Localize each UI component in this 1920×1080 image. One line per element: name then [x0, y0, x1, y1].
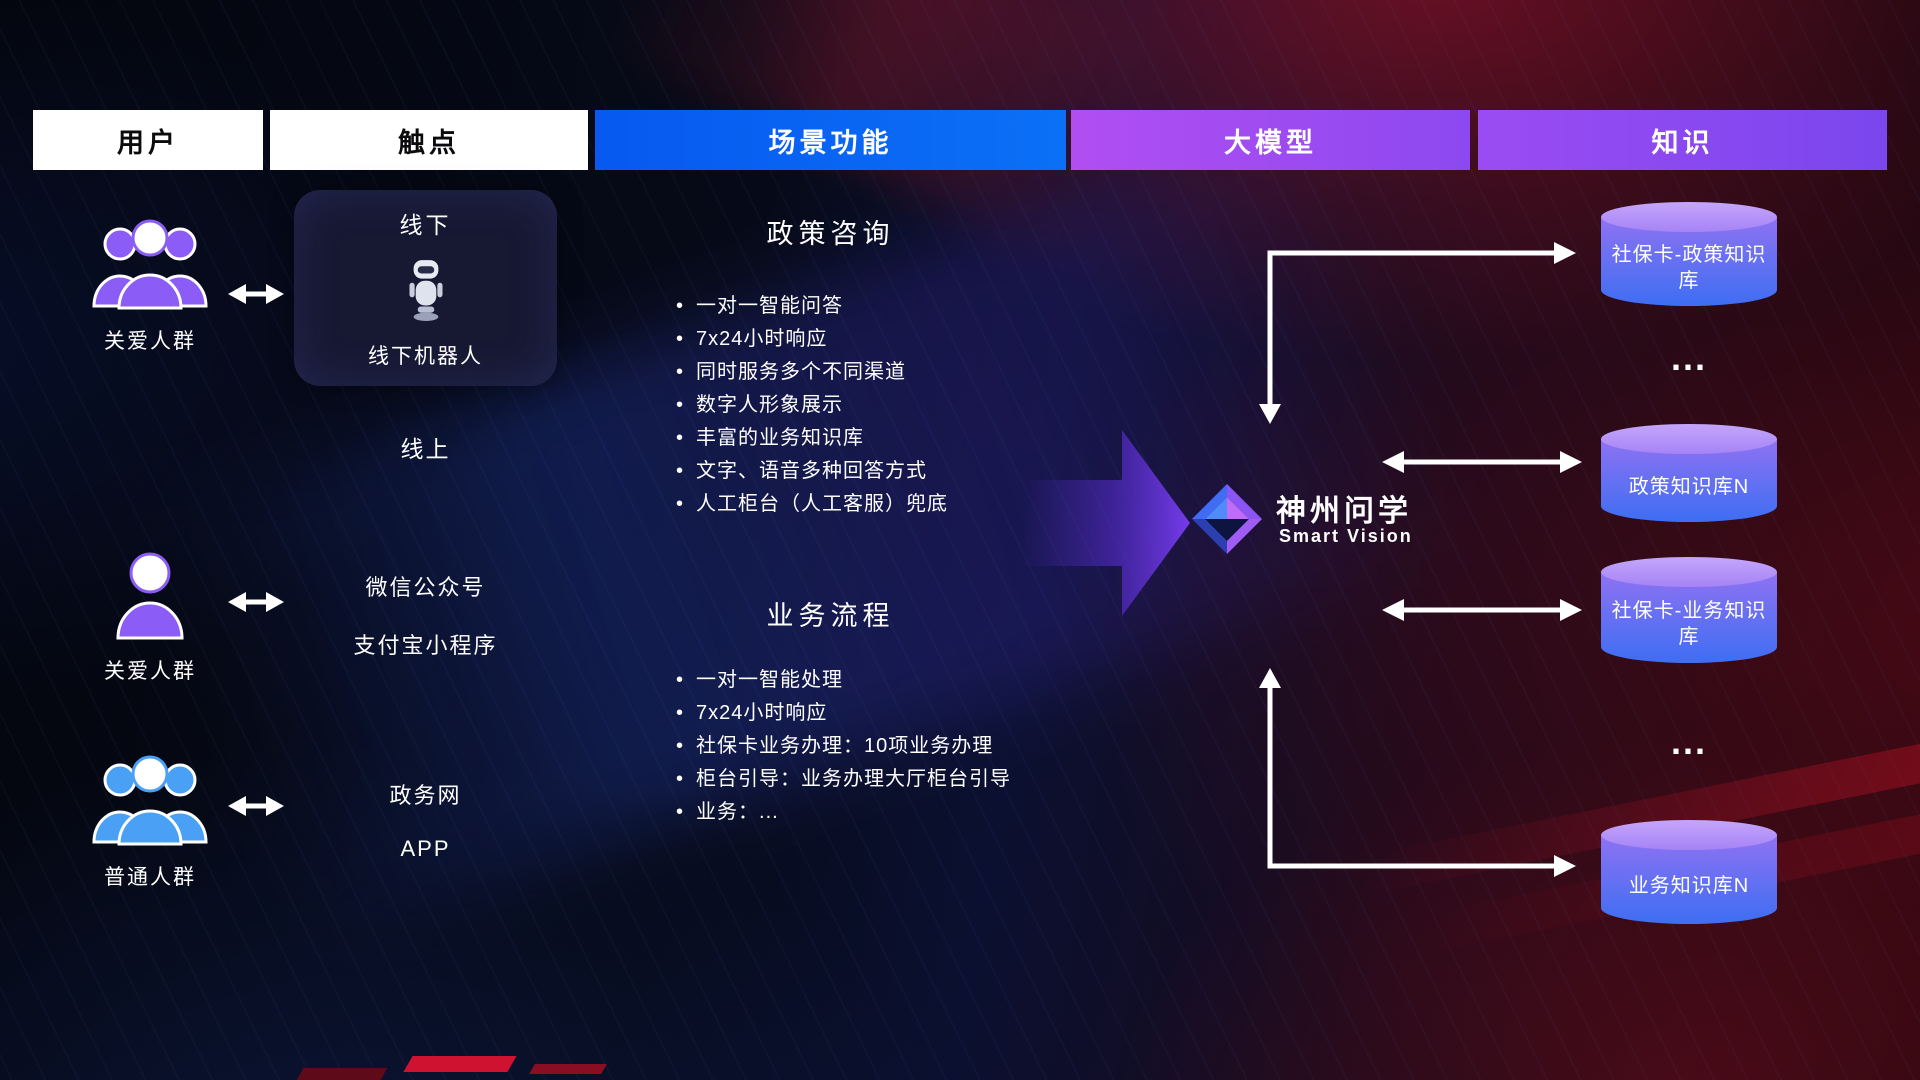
- database-icon: [1601, 424, 1777, 454]
- person-purple-icon: [116, 552, 184, 640]
- kb-policy-shebao: 社保卡-政策知识库: [1601, 202, 1777, 306]
- flow-arrow-icon: [1022, 430, 1190, 616]
- database-icon: [1601, 820, 1777, 850]
- header-col-model: 大模型: [1071, 110, 1470, 170]
- model-name: 神州问学: [1276, 495, 1412, 528]
- online-title: 线上: [400, 436, 451, 462]
- list-item: 柜台引导：业务办理大厅柜台引导: [676, 763, 1086, 796]
- offline-robot-card: 线下 线下机器人: [294, 190, 557, 386]
- user-label: 普通人群: [104, 866, 196, 889]
- list-item: 同时服务多个不同渠道: [676, 356, 1086, 389]
- model-subtitle: Smart Vision: [1279, 526, 1413, 546]
- offline-robot-label: 线下机器人: [368, 345, 483, 368]
- group-people-purple-icon: [92, 219, 208, 310]
- channel-gov-web: 政务网: [389, 783, 462, 808]
- channel-wechat: 微信公众号: [365, 575, 486, 600]
- list-item: 一对一智能处理: [676, 664, 1086, 697]
- arrow-user1-touchpoint: [228, 284, 284, 304]
- smart-vision-logo: [1192, 484, 1262, 554]
- kb-business-shebao: 社保卡-业务知识库: [1601, 557, 1777, 663]
- list-item: 丰富的业务知识库: [676, 422, 1086, 455]
- list-item: 7x24小时响应: [676, 323, 1086, 356]
- business-process-list: 一对一智能处理 7x24小时响应 社保卡业务办理：10项业务办理 柜台引导：业务…: [676, 664, 1086, 829]
- group-people-blue-icon: [92, 755, 208, 846]
- user-single-care: 关爱人群: [70, 548, 230, 685]
- list-item: 人工柜台（人工客服）兜底: [676, 488, 1086, 521]
- background-red-bar: [529, 1064, 607, 1074]
- kb-business-n: 业务知识库N: [1601, 820, 1777, 924]
- background-red-bar: [403, 1056, 517, 1072]
- user-label: 关爱人群: [104, 660, 196, 683]
- kb-label: 业务知识库N: [1628, 874, 1750, 897]
- kb-label: 政策知识库N: [1628, 475, 1750, 498]
- user-group-ordinary: 普通人群: [70, 748, 230, 891]
- user-group-care-1: 关爱人群: [70, 212, 230, 355]
- header-col-touchpoints: 触点: [270, 110, 588, 170]
- list-item: 社保卡业务办理：10项业务办理: [676, 730, 1086, 763]
- scenario-title-policy: 政策咨询: [766, 219, 895, 249]
- list-item: 业务：...: [676, 796, 1086, 829]
- list-item: 文字、语音多种回答方式: [676, 455, 1086, 488]
- kb-policy-n: 政策知识库N: [1601, 424, 1777, 522]
- list-item: 数字人形象展示: [676, 389, 1086, 422]
- database-icon: [1601, 202, 1777, 232]
- header-col-scenarios: 场景功能: [595, 110, 1066, 170]
- user-label: 关爱人群: [104, 330, 196, 353]
- list-item: 一对一智能问答: [676, 290, 1086, 323]
- policy-consultation-list: 一对一智能问答 7x24小时响应 同时服务多个不同渠道 数字人形象展示 丰富的业…: [676, 290, 1086, 521]
- database-icon: [1601, 557, 1777, 587]
- kb-label: 社保卡-政策知识库: [1611, 243, 1767, 292]
- kb-ellipsis: ...: [1670, 721, 1707, 762]
- kb-label: 社保卡-业务知识库: [1611, 599, 1767, 648]
- arrow-model-kb3: [1382, 599, 1582, 621]
- background-red-bar: [296, 1068, 388, 1080]
- robot-icon: [408, 260, 443, 321]
- list-item: 7x24小时响应: [676, 697, 1086, 730]
- offline-title: 线下: [399, 212, 452, 238]
- kb-ellipsis: ...: [1670, 337, 1707, 378]
- channel-app: APP: [400, 836, 451, 861]
- scenario-title-business: 业务流程: [766, 601, 895, 631]
- header-col-users: 用户: [33, 110, 263, 170]
- header-col-knowledge: 知识: [1478, 110, 1887, 170]
- channel-alipay: 支付宝小程序: [353, 633, 498, 658]
